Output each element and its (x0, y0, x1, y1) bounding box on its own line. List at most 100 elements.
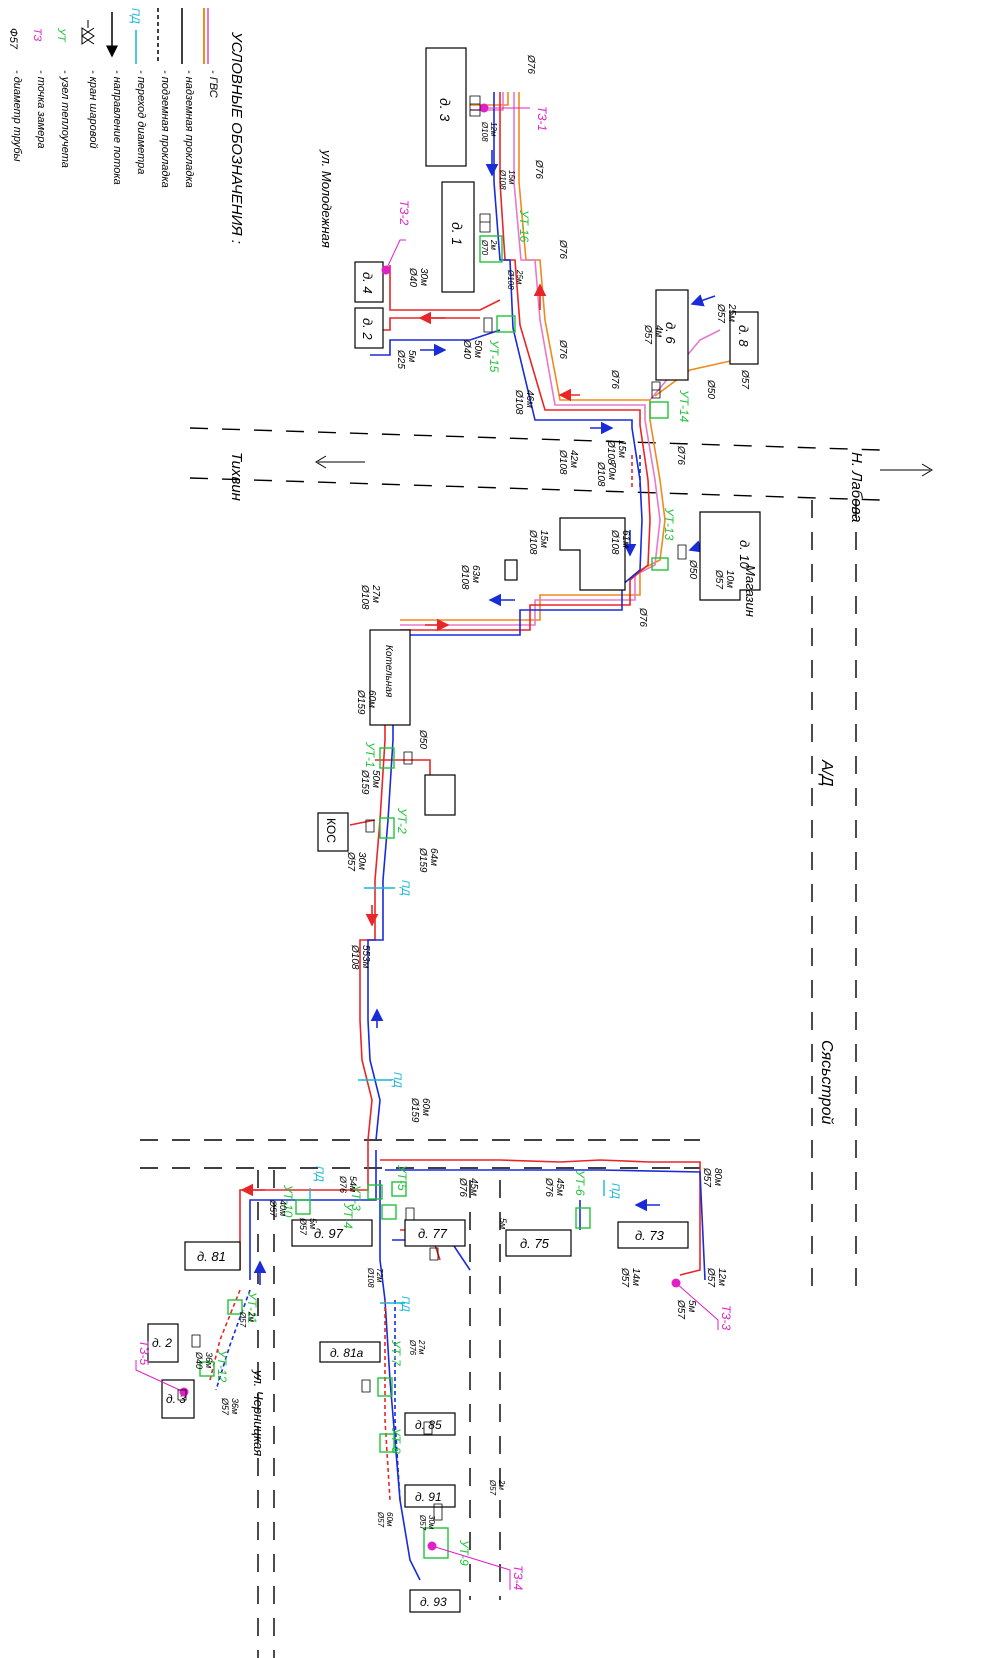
building-d6 (655, 289, 689, 381)
svg-text:30м: 30м (356, 852, 367, 870)
svg-text:14м: 14м (630, 1268, 641, 1286)
building-shop-small (559, 517, 626, 591)
pd-label-2: ПД (391, 1072, 403, 1088)
svg-text:Ø25: Ø25 (395, 349, 406, 369)
svg-text:50м: 50м (472, 340, 483, 358)
pipe-label-p11: Ø50 (705, 379, 716, 399)
svg-text:30м: 30м (427, 1515, 436, 1530)
pipe-label-p52: 5м (498, 1218, 508, 1229)
building-annex (424, 774, 456, 816)
svg-text:Ø57: Ø57 (619, 1267, 630, 1287)
node-ut4: УТ-4 (341, 1202, 355, 1229)
label-d85: д. 85 (415, 1418, 442, 1432)
svg-text:Ø108: Ø108 (349, 944, 360, 970)
measure-point-tz2: ТЗ-2 (381, 200, 411, 275)
svg-text:ТЗ-4: ТЗ-4 (511, 1565, 525, 1591)
label-d1: д. 1 (449, 222, 465, 245)
svg-text:Ø76: Ø76 (609, 369, 620, 389)
metering-node-boxes (199, 235, 669, 1559)
metering-node-labels: УТ-16 УТ-15 УТ-14 УТ-13 УТ-1 УТ-2 УТ-3 У… (215, 209, 691, 1566)
building-d4 (354, 261, 384, 303)
node-ut1: УТ-1 (363, 741, 377, 768)
svg-text:Ø76: Ø76 (557, 339, 568, 359)
svg-text:Ø57: Ø57 (376, 1511, 385, 1528)
svg-text:12м: 12м (716, 1268, 727, 1286)
node-ut2: УТ-2 (395, 807, 409, 834)
label-magazin: Магазин (743, 565, 758, 617)
legend-underground-text: - подземная прокладка (159, 70, 171, 188)
building-d1 (441, 181, 475, 293)
svg-text:25м: 25м (726, 303, 737, 322)
pipe-label-p5: Ø76 (609, 369, 620, 389)
legend-valve-text: - кран шаровой (87, 70, 99, 148)
street-labova: Н. Лабова (848, 452, 865, 522)
svg-text:Ø57: Ø57 (675, 1299, 686, 1319)
building-kotelnaya (369, 629, 411, 726)
legend-title: УСЛОВНЫЕ ОБОЗНАЧЕНИЯ : (228, 31, 245, 244)
label-d73: д. 73 (635, 1228, 665, 1243)
building-d2 (354, 307, 384, 349)
road-upper-line-2 (189, 477, 881, 501)
svg-text:15м: 15м (538, 530, 549, 548)
node-ut14: УТ-14 (677, 389, 691, 423)
legend-node-sym: УТ (55, 27, 67, 43)
valve-clusters (177, 95, 687, 1521)
label-d3: д. 3 (437, 98, 453, 122)
svg-text:61м: 61м (620, 530, 631, 548)
label-d91: д. 91 (415, 1490, 442, 1504)
pd-label-5: ПД (313, 1166, 325, 1182)
label-d81: д. 81 (197, 1249, 226, 1264)
pipes-underground (209, 455, 641, 1501)
svg-text:Ø40: Ø40 (461, 339, 472, 359)
svg-text:36м: 36м (204, 1352, 214, 1368)
svg-text:46м: 46м (524, 390, 535, 408)
svg-text:2м: 2м (489, 239, 498, 250)
legend-measure-sym: ТЗ (31, 28, 43, 42)
label-d8: д. 8 (736, 325, 751, 347)
label-d97: д. 97 (314, 1226, 344, 1241)
measure-point-tz4: ТЗ-4 (427, 1541, 525, 1591)
legend-transition-sym: ПД (129, 8, 141, 24)
diameter-transitions (309, 887, 605, 1304)
svg-text:Ø76: Ø76 (637, 607, 648, 627)
building-d85 (404, 1412, 456, 1436)
svg-text:4м: 4м (653, 325, 664, 338)
svg-text:25м: 25м (515, 269, 524, 285)
svg-text:45м: 45м (468, 1178, 479, 1196)
node-ut9: УТ-9 (457, 1539, 471, 1566)
svg-text:Ø108: Ø108 (557, 449, 568, 475)
svg-text:50м: 50м (370, 770, 381, 788)
measure-points: ТЗ-1 ТЗ-2 ТЗ-3 ТЗ-4 ТЗ-5 (135, 103, 733, 1591)
svg-text:Ø50: Ø50 (417, 729, 428, 749)
pipe-label-p28: Ø50 (687, 559, 698, 579)
flow-arrows (240, 150, 721, 1285)
pipe-label-p10: Ø57 (739, 369, 750, 389)
road-upper-line-1 (189, 427, 881, 451)
svg-text:60м: 60м (366, 690, 377, 708)
building-d81a (319, 1341, 381, 1363)
svg-text:ТЗ-2: ТЗ-2 (397, 200, 411, 226)
svg-text:Ø50: Ø50 (705, 379, 716, 399)
svg-text:Ø57: Ø57 (642, 324, 653, 344)
building-small-box (504, 559, 518, 581)
svg-text:Ø108: Ø108 (605, 439, 616, 465)
svg-text:12м: 12м (489, 122, 498, 137)
